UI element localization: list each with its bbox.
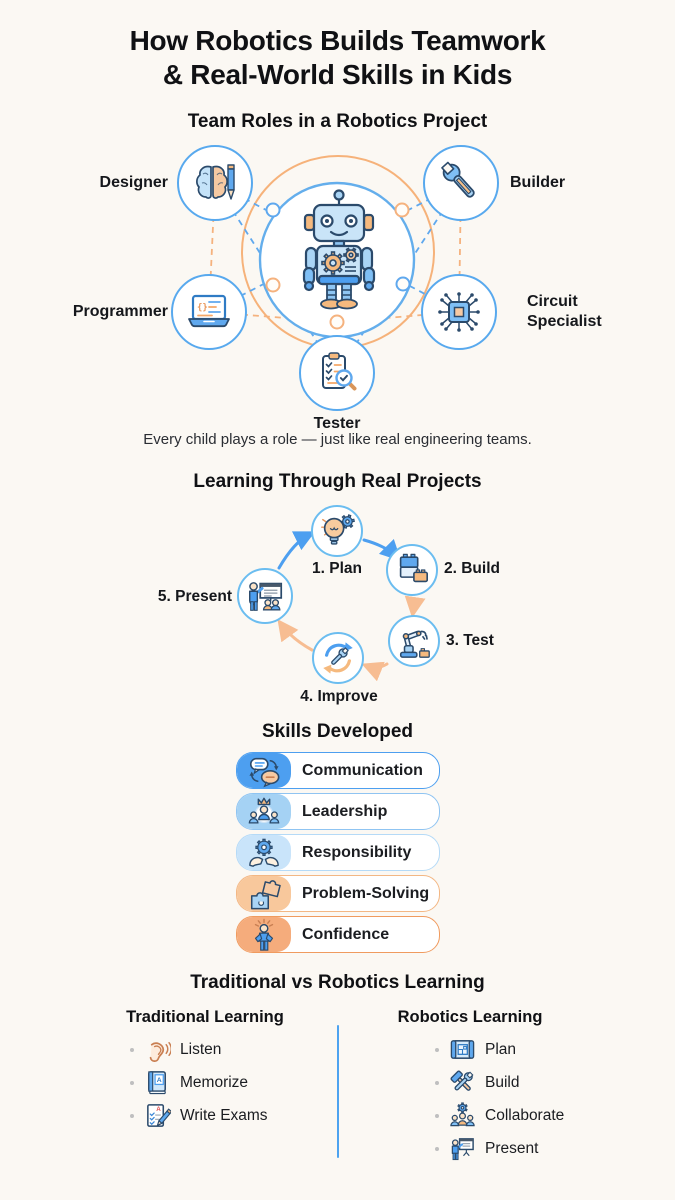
blueprint-icon [448, 1036, 476, 1064]
role-label-builder: Builder [510, 174, 566, 191]
people-gear-icon [448, 1102, 476, 1130]
list-label-listen: Listen [180, 1040, 222, 1058]
robot-arm-icon [399, 630, 430, 658]
svg-text:A: A [156, 1106, 161, 1113]
list-label-plan: Plan [485, 1040, 517, 1058]
list-item-write-exams: A [130, 1099, 268, 1132]
list-label-collaborate: Collaborate [485, 1106, 565, 1124]
skill-label-confidence: Confidence [302, 925, 390, 943]
step-label-test: 3. Test [446, 632, 494, 649]
skill-row-responsibility: Responsibility [236, 834, 440, 871]
laptop-code-icon: {} [188, 294, 230, 328]
skill-label-problem-solving: Problem-Solving [302, 884, 430, 902]
robotics-learning-heading: Robotics Learning [397, 1008, 543, 1026]
clipboard-magnifier-icon [322, 352, 357, 391]
brain-pencil-icon [196, 164, 235, 200]
puzzle-icon [237, 876, 291, 911]
bulb-gear-icon [321, 514, 355, 545]
skill-row-leadership: Leadership [236, 793, 440, 830]
step-label-build: 2. Build [444, 560, 500, 577]
confident-person-icon [237, 917, 291, 952]
list-item-memorize: A Memorize [130, 1066, 268, 1099]
speech-bubbles-icon [237, 753, 291, 788]
skill-label-leadership: Leadership [302, 802, 388, 820]
role-circle-circuit-specialist [421, 274, 497, 350]
comparison-block: Traditional Learning Robotics Learning L… [0, 1003, 675, 1178]
skill-row-communication: Communication [236, 752, 440, 789]
bricks-icon [399, 553, 429, 583]
bullet-dot [435, 1146, 439, 1151]
svg-text:A: A [156, 1077, 161, 1084]
step-circle-test [388, 615, 440, 667]
comparison-divider [337, 1025, 339, 1158]
page-title: How Robotics Builds Teamwork & Real-Worl… [0, 24, 675, 92]
wrench-icon [441, 161, 475, 198]
step-label-plan: 1. Plan [312, 560, 362, 577]
comparison-title: Traditional vs Robotics Learning [190, 972, 485, 993]
list-item-collaborate: Collaborate [435, 1099, 564, 1132]
robot-icon [302, 189, 376, 310]
bullet-dot [435, 1113, 439, 1118]
list-label-memorize: Memorize [180, 1073, 249, 1091]
bullet-dot [130, 1047, 134, 1052]
list-label-build: Build [485, 1073, 520, 1091]
list-item-build: Build [435, 1066, 564, 1099]
step-circle-plan [311, 505, 363, 557]
bullet-dot [130, 1080, 134, 1085]
role-circle-programmer: {} [171, 274, 247, 350]
traditional-learning-heading: Traditional Learning [126, 1008, 284, 1026]
svg-text:{}: {} [197, 303, 208, 313]
list-label-write-exams: Write Exams [180, 1106, 268, 1124]
list-item-listen: Listen [130, 1033, 268, 1066]
role-label-designer: Designer [99, 174, 168, 191]
step-circle-present [237, 568, 293, 624]
list-label-present: Present [485, 1139, 539, 1157]
team-roles-diagram: Designer Builder {} [0, 140, 675, 440]
book-icon: A [143, 1069, 171, 1097]
role-label-circuit-specialist: Circuit Specialist [527, 293, 602, 330]
step-label-improve: 4. Improve [300, 688, 378, 705]
skill-row-problem-solving: Problem-Solving [236, 875, 440, 912]
skills-title: Skills Developed [261, 721, 413, 742]
list-item-present: Present [435, 1132, 564, 1165]
skill-row-confidence: Confidence [236, 916, 440, 953]
bullet-dot [130, 1113, 134, 1118]
list-item-plan: Plan [435, 1033, 564, 1066]
ear-icon [143, 1036, 171, 1064]
team-roles-caption: Every child plays a role — just like rea… [143, 431, 532, 448]
hammer-wrench-icon [448, 1069, 476, 1097]
role-label-programmer: Programmer [72, 303, 168, 320]
learning-cycle-title: Learning Through Real Projects [193, 471, 482, 492]
page-title-line2: & Real-World Skills in Kids [162, 59, 513, 90]
step-label-present: 5. Present [157, 588, 232, 605]
page-title-line1: How Robotics Builds Teamwork [129, 25, 546, 56]
presenter-icon [249, 582, 283, 611]
role-circle-tester [299, 335, 375, 411]
skills-list: Communication Leadership [236, 752, 440, 957]
role-label-tester: Tester [313, 415, 361, 432]
bullet-dot [435, 1080, 439, 1085]
traditional-learning-list: Listen A Memorize [130, 1033, 268, 1132]
step-circle-improve [312, 632, 364, 684]
cycle-wrench-icon [323, 642, 353, 674]
hands-gear-icon [237, 835, 291, 870]
step-circle-build [386, 544, 438, 596]
robotics-learning-list: Plan [435, 1033, 564, 1165]
circuit-chip-icon [438, 292, 480, 332]
exam-paper-icon: A [143, 1102, 171, 1130]
crown-person-icon [237, 794, 291, 829]
bullet-dot [435, 1047, 439, 1052]
team-roles-title: Team Roles in a Robotics Project [187, 111, 488, 132]
learning-cycle-diagram: 1. Plan 2. Build [0, 500, 675, 715]
role-circle-designer [177, 145, 253, 221]
person-board-icon [448, 1135, 476, 1163]
skill-label-communication: Communication [302, 761, 423, 779]
role-circle-builder [423, 145, 499, 221]
skill-label-responsibility: Responsibility [302, 843, 412, 861]
